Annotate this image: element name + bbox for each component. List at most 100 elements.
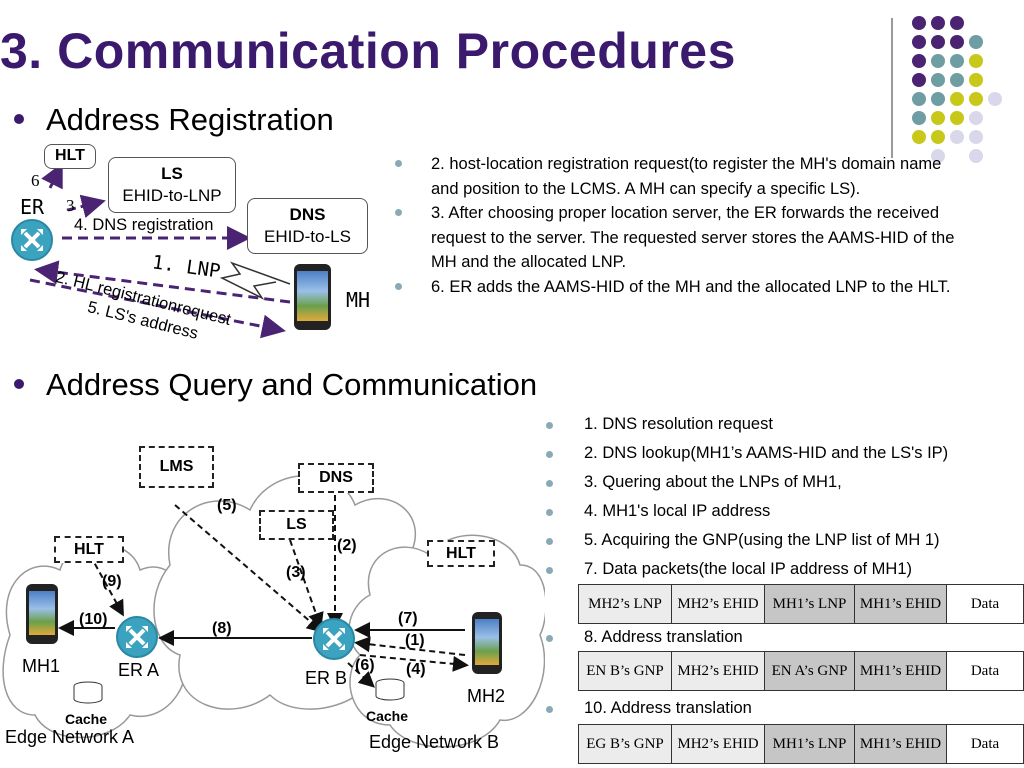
wireless-bolt-icon xyxy=(219,261,291,300)
step-9-label: (9) xyxy=(102,573,122,590)
dot xyxy=(950,16,964,30)
packet-field: MH2’s LNP xyxy=(579,585,672,623)
ls-box: LS xyxy=(259,510,334,540)
dot xyxy=(931,92,945,106)
section-heading-query: Address Query and Communication xyxy=(14,367,537,403)
ls-label: LS xyxy=(286,516,307,533)
arrow-6 xyxy=(347,662,375,688)
packet-field: Data xyxy=(947,652,1023,690)
hlt-label: HLT xyxy=(55,147,85,164)
dot xyxy=(931,54,945,68)
step-6-label: 6 xyxy=(31,171,40,190)
dot xyxy=(912,54,926,68)
dot xyxy=(988,92,1002,106)
step-5-label: (5) xyxy=(217,497,237,514)
step-6-label: (6) xyxy=(355,657,375,674)
step-10-label: (10) xyxy=(79,611,108,628)
dns-title: DNS xyxy=(289,205,326,224)
dot xyxy=(969,130,983,144)
list-item-text: 2. DNS lookup(MH1’s AAMS-HID and the LS'… xyxy=(584,444,949,462)
list-item-text: 1. DNS resolution request xyxy=(584,415,773,433)
list-item: 2. DNS lookup(MH1’s AAMS-HID and the LS'… xyxy=(546,444,948,463)
dot xyxy=(950,35,964,49)
hlt-box-a: HLT xyxy=(54,536,124,563)
dot xyxy=(950,73,964,87)
list-item-text: 7. Data packets(the local IP address of … xyxy=(584,560,913,578)
dot xyxy=(969,149,983,163)
step-2-label: (2) xyxy=(337,537,357,554)
dot xyxy=(969,111,983,125)
mh2-label: MH2 xyxy=(467,686,506,706)
er-b-label: ER B xyxy=(305,668,348,688)
dot xyxy=(931,130,945,144)
ls-title: LS xyxy=(161,164,183,183)
dot xyxy=(950,54,964,68)
cache-b-icon xyxy=(375,678,405,701)
step-7-label: (7) xyxy=(398,610,418,627)
lms-box: LMS xyxy=(139,446,214,488)
bullet xyxy=(546,706,553,713)
dns-box: DNS EHID-to-LS xyxy=(247,198,368,254)
list-item: 3. After choosing proper location server… xyxy=(395,201,970,275)
packet-format-2: EN B’s GNP MH2’s EHID EN A’s GNP MH1’s E… xyxy=(578,651,1024,691)
packet-field: MH1’s EHID xyxy=(855,585,947,623)
hlt-box-b: HLT xyxy=(427,540,495,567)
dns-subtitle: EHID-to-LS xyxy=(264,227,351,246)
cache-b-label: Cache xyxy=(366,708,409,724)
arrow-3 xyxy=(289,539,324,629)
packet-field: EN B’s GNP xyxy=(579,652,672,690)
list-item-text: 8. Address translation xyxy=(584,628,743,646)
registration-arrows xyxy=(29,162,291,339)
mh1-phone-icon xyxy=(26,584,58,644)
dot xyxy=(969,35,983,49)
dns-box: DNS xyxy=(298,463,374,493)
packet-field: MH2’s EHID xyxy=(672,725,765,763)
mh-phone-icon xyxy=(294,264,331,330)
list-item-text: 4. MH1's local IP address xyxy=(584,502,771,520)
list-item-text: 5. Acquiring the GNP(using the LNP list … xyxy=(584,531,940,549)
bullet xyxy=(546,635,553,642)
dot xyxy=(912,73,926,87)
query-arrows xyxy=(58,495,469,688)
dot xyxy=(912,92,926,106)
dot xyxy=(912,35,926,49)
packet-field: MH1’s EHID xyxy=(855,652,947,690)
bullet xyxy=(395,282,402,290)
dot xyxy=(950,111,964,125)
list-item-text: 3. Quering about the LNPs of MH1, xyxy=(584,473,842,491)
edge-network-b-label: Edge Network B xyxy=(369,732,500,752)
bullet xyxy=(395,209,402,216)
list-item: 1. DNS resolution request xyxy=(546,415,773,434)
arrow-9 xyxy=(89,554,124,617)
list-item: 3. Quering about the LNPs of MH1, xyxy=(546,473,842,492)
arrow-2-registration xyxy=(34,260,291,304)
dot xyxy=(950,130,964,144)
packet-field: Data xyxy=(947,585,1023,623)
lms-label: LMS xyxy=(159,458,194,475)
arrow-1 xyxy=(354,636,466,656)
step-8-label: (8) xyxy=(212,620,232,637)
er-b-router-icon xyxy=(313,618,355,660)
dot xyxy=(912,111,926,125)
list-item-text: 2. host-location registration request(to… xyxy=(431,155,942,198)
hlt-label: HLT xyxy=(446,545,476,562)
packet-field: EN A’s GNP xyxy=(765,652,855,690)
list-item-text: 10. Address translation xyxy=(584,699,752,717)
ls-subtitle: EHID-to-LNP xyxy=(122,186,222,205)
list-item: 8. Address translation xyxy=(546,628,743,647)
packet-field: MH2’s EHID xyxy=(672,585,765,623)
arrow-3 xyxy=(67,194,106,219)
mh2-phone-icon xyxy=(472,612,502,674)
page-title: 3. Communication Procedures xyxy=(0,23,736,79)
bullet xyxy=(14,113,24,124)
dot xyxy=(969,92,983,106)
step-4-label: (4) xyxy=(406,661,426,678)
packet-field: MH2’s EHID xyxy=(672,652,765,690)
dot xyxy=(969,73,983,87)
dot xyxy=(931,73,945,87)
arrow-6 xyxy=(41,162,63,190)
er-router-icon xyxy=(11,219,53,261)
dot xyxy=(931,111,945,125)
list-item: 6. ER adds the AAMS-HID of the MH and th… xyxy=(395,275,970,300)
step-3-label: 3 xyxy=(66,196,75,215)
